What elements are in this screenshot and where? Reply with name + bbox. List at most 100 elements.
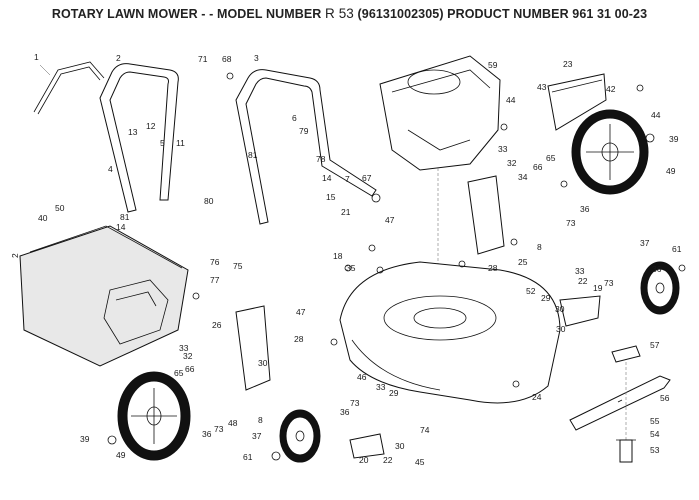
lower-handle-right [235,69,377,225]
callout-66: 66 [533,162,543,172]
callout-57: 57 [650,340,660,350]
callout-30-right-2: 30 [556,324,566,334]
callout-79: 79 [299,126,309,136]
callout-30-right: 30 [555,304,565,314]
callout-65: 65 [546,153,556,163]
callout-61-left: 61 [243,452,253,462]
callout-26: 26 [212,320,222,330]
callout-33-rear: 33 [498,144,508,154]
callout-36: 36 [202,429,212,439]
callout-56: 56 [660,393,670,403]
callout-25: 25 [518,257,528,267]
rear-wheel-right [571,109,649,195]
callout-68: 68 [222,54,232,64]
callout-33-right: 33 [575,266,585,276]
callout-23: 23 [563,59,573,69]
callout-30: 30 [258,358,268,368]
callout-55: 55 [650,416,660,426]
rear-wheel-left [117,371,191,461]
callout-44-right: 44 [651,110,661,120]
callout-75: 75 [233,261,243,271]
blade [569,375,671,431]
callout-8-rear: 8 [537,242,542,252]
blade-bolt [616,439,636,463]
height-adjuster-right-rear [467,175,505,255]
front-wheel-left [279,409,321,463]
callout-61-right: 61 [672,244,682,254]
callout-28: 28 [294,334,304,344]
callout-43: 43 [537,82,547,92]
callout-66-left: 66 [185,364,195,374]
callout-65-left: 65 [174,368,184,378]
callout-45: 45 [415,457,425,467]
callout-73-left: 73 [214,424,224,434]
callout-73-rear: 73 [566,218,576,228]
height-adjuster-front-left [349,433,385,459]
callout-42: 42 [606,84,616,94]
callout-12: 12 [146,121,156,131]
height-adjuster-right-front [559,295,601,327]
callout-14: 14 [116,222,126,232]
callout-8: 8 [258,415,263,425]
callout-36-right: 36 [652,264,662,274]
mower-deck [339,261,561,404]
blade-adapter [611,345,641,440]
callout-47: 47 [385,215,395,225]
title-prefix: ROTARY LAWN MOWER - - MODEL NUMBER [51,7,322,21]
callout-33: 33 [179,343,189,353]
title-suffix: (96131002305) PRODUCT NUMBER 961 31 00-2… [357,7,648,21]
callout-37-left: 37 [252,431,262,441]
diagram-title: ROTARY LAWN MOWER - - MODEL NUMBER R 53 … [0,6,699,21]
callout-21: 21 [341,207,351,217]
callout-5: 5 [160,138,165,148]
callout-52: 52 [526,286,536,296]
callout-19: 19 [593,283,603,293]
callout-18: 18 [333,251,343,261]
callout-59: 59 [488,60,498,70]
callout-7: 7 [345,174,350,184]
callout-44: 44 [506,95,516,105]
callout-47-left: 47 [296,307,306,317]
callout-labels: 1 2 2 3 4 5 6 7 8 8 11 12 13 14 14 15 18… [10,52,682,467]
callout-36-front: 36 [340,407,350,417]
callout-22-right: 22 [578,276,588,286]
callout-30-front: 30 [395,441,405,451]
callout-32-rear: 32 [507,158,517,168]
lower-handle-left [99,63,179,213]
height-adjuster-left [235,305,271,391]
callout-50: 50 [55,203,65,213]
title-model-number: R 53 [325,6,354,21]
callout-22-front: 22 [383,455,393,465]
callout-34: 34 [518,172,528,182]
callout-2-side: 2 [10,253,20,258]
callout-80: 80 [204,196,214,206]
callout-33-front: 33 [376,382,386,392]
callout-24: 24 [532,392,542,402]
callout-32: 32 [183,351,193,361]
callout-35: 35 [346,263,356,273]
callout-46: 46 [357,372,367,382]
engine [379,55,501,320]
callout-67: 67 [362,173,372,183]
front-wheel-right [640,261,680,315]
callout-49-right: 49 [666,166,676,176]
grass-catcher [19,225,189,367]
callout-13: 13 [128,127,138,137]
callout-28-rear: 28 [488,263,498,273]
callout-71: 71 [198,54,208,64]
callout-77: 77 [210,275,220,285]
callout-78: 78 [316,154,326,164]
callout-11: 11 [176,138,185,148]
callout-53: 53 [650,445,660,455]
callout-74: 74 [420,425,430,435]
callout-36-rear: 36 [580,204,590,214]
rear-flap [547,73,607,131]
callout-54: 54 [650,429,660,439]
callout-15: 15 [326,192,336,202]
callout-29-front: 29 [389,388,399,398]
callout-76: 76 [210,257,220,267]
callout-73-right: 73 [604,278,614,288]
callout-3: 3 [254,53,259,63]
callout-48: 48 [228,418,238,428]
